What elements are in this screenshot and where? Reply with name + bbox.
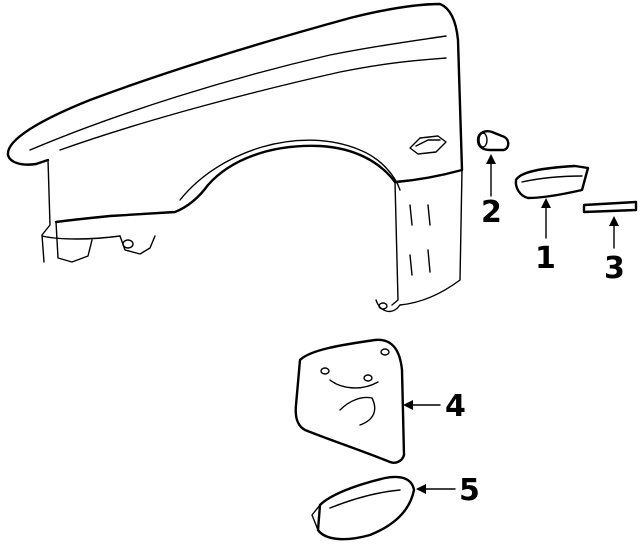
part-1-marker-lamp	[514, 164, 590, 200]
part-3-molding	[582, 200, 638, 214]
part-2-bulb	[476, 130, 510, 152]
callout-5: 5	[459, 473, 480, 508]
fender-panel	[6, 2, 464, 313]
callout-4: 4	[445, 389, 466, 424]
callout-1: 1	[535, 241, 556, 276]
callout-2: 2	[481, 195, 502, 230]
part-5-splash-shield	[311, 475, 416, 541]
part-4-mud-flap	[294, 338, 406, 464]
callout-3: 3	[604, 251, 625, 286]
